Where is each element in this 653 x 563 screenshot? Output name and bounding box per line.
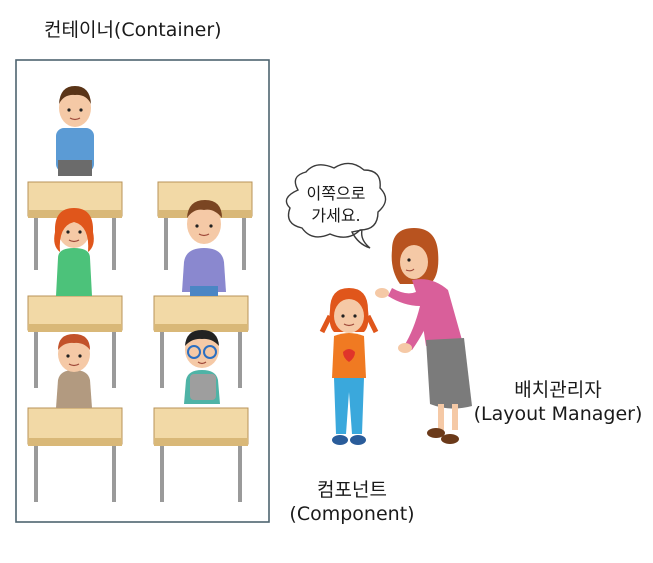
- desk-row-3-right: [153, 407, 249, 502]
- student-boy-glasses: [184, 330, 220, 404]
- container-title: 컨테이너(Container): [44, 19, 222, 41]
- speech-bubble-text: 이쪽으로 가세요.: [294, 183, 378, 227]
- student-boy-purple: [182, 200, 226, 296]
- container-box: [15, 59, 270, 523]
- layout-manager-label: 배치관리자 (Layout Manager): [468, 378, 648, 426]
- girl-figure: [319, 288, 379, 445]
- speech-bubble: [285, 162, 387, 249]
- component-label: 컴포넌트 (Component): [284, 478, 420, 526]
- student-standing-boy: [56, 86, 94, 176]
- student-girl-green: [54, 208, 94, 296]
- teacher-figure: [375, 228, 472, 444]
- speech-bubble-line-2: 가세요.: [311, 206, 361, 225]
- speech-bubble-line-1: 이쪽으로: [306, 184, 366, 203]
- desk-row-3-left: [27, 407, 123, 502]
- layout-manager-line-2: (Layout Manager): [473, 403, 643, 425]
- component-line-2: (Component): [289, 503, 415, 525]
- layout-manager-line-1: 배치관리자: [514, 379, 602, 401]
- student-boy-brown: [56, 334, 92, 408]
- component-line-1: 컴포넌트: [317, 479, 387, 501]
